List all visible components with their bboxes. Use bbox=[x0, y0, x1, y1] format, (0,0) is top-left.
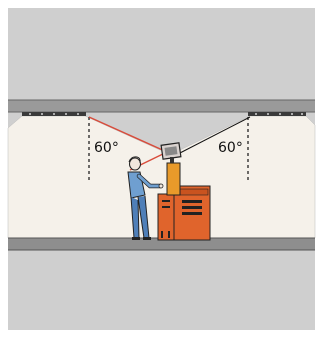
instrument-cabinet-icon bbox=[157, 185, 211, 241]
angle-label-left: 60° bbox=[94, 140, 119, 156]
worker-figure-icon bbox=[127, 156, 164, 240]
shadow-line-right bbox=[177, 116, 251, 155]
ceiling-light-icon bbox=[22, 112, 86, 116]
floor-band bbox=[8, 238, 315, 250]
ceiling-light-icon bbox=[248, 112, 306, 116]
monitor-icon bbox=[160, 142, 182, 196]
ceiling-band bbox=[8, 100, 315, 112]
sight-line-left bbox=[88, 116, 168, 153]
angle-label-right: 60° bbox=[218, 140, 243, 156]
